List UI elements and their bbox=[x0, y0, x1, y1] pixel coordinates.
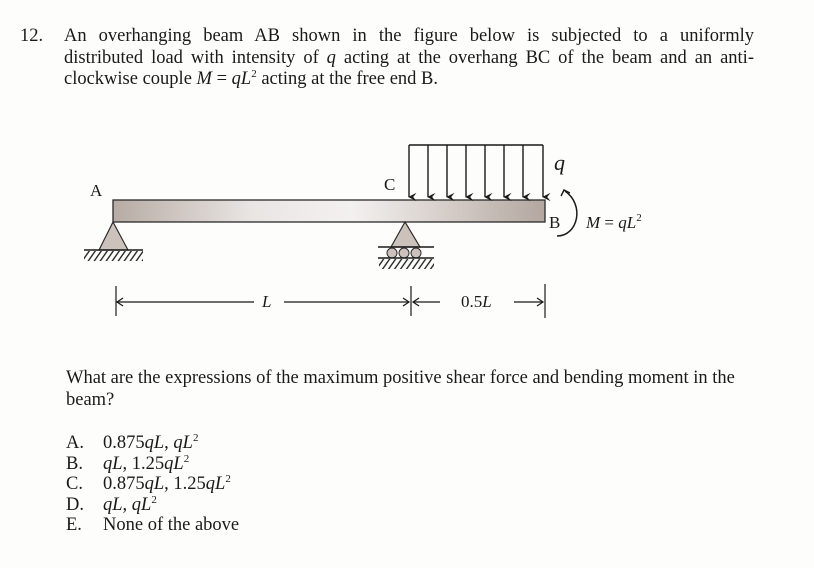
variable: qL bbox=[131, 494, 152, 515]
option-text: None of the above bbox=[103, 515, 240, 535]
question-number: 12. bbox=[20, 26, 44, 46]
option-b[interactable]: B. qL, 1.25qL2 bbox=[66, 452, 239, 475]
variable-l: L bbox=[482, 292, 492, 311]
variable: qL bbox=[144, 474, 165, 494]
variable: qL bbox=[103, 494, 123, 515]
option-text: qL, qL2 bbox=[103, 493, 157, 516]
exponent: 2 bbox=[636, 212, 642, 224]
option-letter: D. bbox=[66, 494, 84, 515]
stem-line-1: An overhanging beam AB shown in the figu… bbox=[64, 26, 754, 46]
exponent: 2 bbox=[225, 473, 231, 485]
equals-sign: = bbox=[600, 213, 619, 232]
label-moment: M = qL2 bbox=[586, 213, 642, 233]
variable: qL bbox=[164, 453, 184, 474]
roller-support-c-icon bbox=[378, 220, 434, 269]
separator: , bbox=[122, 494, 132, 515]
label-load-q: q bbox=[554, 150, 565, 175]
exponent: 2 bbox=[151, 493, 157, 506]
stem-line-2: distributed load with intensity of q act… bbox=[64, 48, 754, 70]
exponent: 2 bbox=[251, 68, 257, 80]
stem-text: acting at the overhang BC of the beam an… bbox=[335, 47, 754, 68]
variable-m: M bbox=[586, 213, 601, 232]
variable: qL bbox=[205, 474, 226, 494]
option-a[interactable]: A. 0.875qL, qL2 bbox=[66, 433, 239, 454]
variable-q: q bbox=[326, 47, 336, 68]
beam bbox=[112, 199, 546, 223]
option-letter: E. bbox=[66, 515, 82, 535]
moment-arrow-icon bbox=[556, 189, 578, 237]
exponent: 2 bbox=[183, 452, 190, 465]
separator: , 1.25 bbox=[122, 453, 165, 474]
pin-support-a-icon bbox=[84, 220, 143, 261]
question-prompt: What are the expressions of the maximum … bbox=[66, 368, 735, 410]
label-span-0-5l: 0.5L bbox=[461, 292, 492, 312]
stem-line-3: clockwise couple M = qL2 acting at the f… bbox=[64, 69, 754, 91]
question-stem: An overhanging beam AB shown in the figu… bbox=[64, 26, 754, 91]
answer-options: A. 0.875qL, qL2 B. qL, 1.25qL2 C. 0.875q… bbox=[66, 433, 239, 536]
option-letter: B. bbox=[66, 453, 83, 474]
option-text: 0.875qL, qL2 bbox=[103, 433, 198, 454]
option-letter: C. bbox=[66, 474, 83, 494]
separator: , 1.25 bbox=[164, 474, 206, 494]
option-e[interactable]: E. None of the above bbox=[66, 515, 239, 536]
variable-ql: qL bbox=[618, 213, 637, 232]
variable-ql: qL bbox=[231, 69, 252, 89]
label-point-a: A bbox=[90, 181, 103, 200]
separator: , bbox=[164, 433, 174, 453]
stem-text: distributed load with intensity of bbox=[64, 47, 327, 68]
variable: qL bbox=[144, 433, 165, 453]
coef: 0.875 bbox=[103, 474, 145, 494]
variable-m: M bbox=[196, 69, 212, 89]
variable: qL bbox=[173, 433, 193, 453]
option-letter: A. bbox=[66, 433, 84, 453]
dimension-lines bbox=[115, 284, 546, 318]
option-d[interactable]: D. qL, qL2 bbox=[66, 493, 239, 516]
distributed-load-icon bbox=[408, 144, 551, 202]
exponent: 2 bbox=[192, 432, 199, 444]
label-span-l: L bbox=[262, 292, 272, 311]
option-c[interactable]: C. 0.875qL, 1.25qL2 bbox=[66, 474, 239, 495]
label-point-b: B bbox=[549, 213, 561, 232]
option-text: 0.875qL, 1.25qL2 bbox=[103, 474, 231, 495]
equals-sign: = bbox=[211, 69, 232, 89]
label-point-c: C bbox=[384, 175, 396, 194]
span-number: 0.5 bbox=[461, 292, 483, 311]
stem-text: acting at the free end B. bbox=[256, 69, 439, 89]
stem-text: clockwise couple bbox=[64, 69, 197, 89]
variable: qL bbox=[103, 453, 123, 474]
coef: 0.875 bbox=[103, 433, 145, 453]
option-text: qL, 1.25qL2 bbox=[103, 452, 190, 475]
